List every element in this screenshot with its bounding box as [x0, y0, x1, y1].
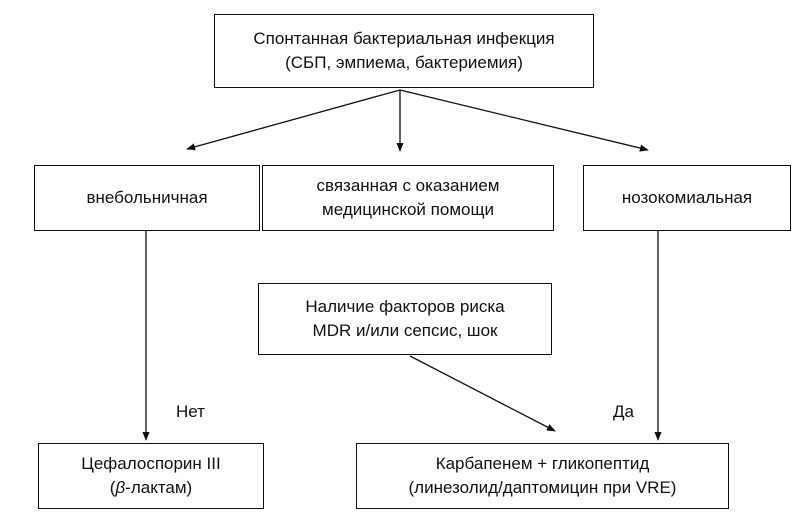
cephalosporin-node-line1: Цефалоспорин III: [81, 454, 221, 474]
cephalosporin-node-line2: (β-лактам): [110, 476, 192, 500]
root-node: Спонтанная бактериальная инфекция (СБП, …: [214, 14, 594, 88]
edge-label-no: Нет: [176, 402, 205, 421]
beta-symbol: β: [115, 478, 126, 497]
lactam-text: -лактам): [125, 478, 193, 497]
cephalosporin-node: Цефалоспорин III (β-лактам): [38, 443, 264, 509]
risk-factors-node: Наличие факторов риска MDR и/или сепсис,…: [258, 283, 552, 355]
edge-label-yes: Да: [613, 402, 634, 421]
healthcare-node: связанная с оказанием медицинской помощи: [262, 165, 554, 231]
arrow-root-to-nosocomial: [399, 89, 649, 152]
nosocomial-node-label: нозокомиальная: [621, 188, 753, 208]
nosocomial-node: нозокомиальная: [583, 165, 791, 231]
carbapenem-node: Карбапенем + гликопептид (линезолид/дапт…: [356, 443, 729, 509]
community-node-label: внебольничная: [86, 188, 208, 208]
healthcare-node-line1: связанная с оказанием: [316, 176, 500, 196]
root-node-line2: (СБП, эмпиема, бактериемия): [285, 53, 523, 72]
risk-factors-node-line1: Наличие факторов риска: [305, 297, 505, 317]
healthcare-node-line2: медицинской помощи: [322, 200, 494, 219]
community-node: внебольничная: [34, 165, 260, 231]
risk-factors-node-line2: MDR и/или сепсис, шок: [312, 321, 498, 340]
arrow-risk-to-carba: [409, 355, 556, 432]
carbapenem-node-line1: Карбапенем + гликопептид: [435, 454, 650, 474]
open-paren: (: [109, 478, 116, 497]
arrow-root-to-community: [186, 89, 401, 151]
root-node-line1: Спонтанная бактериальная инфекция: [253, 29, 555, 49]
carbapenem-node-line2: (линезолид/даптомицин при VRE): [408, 478, 677, 497]
